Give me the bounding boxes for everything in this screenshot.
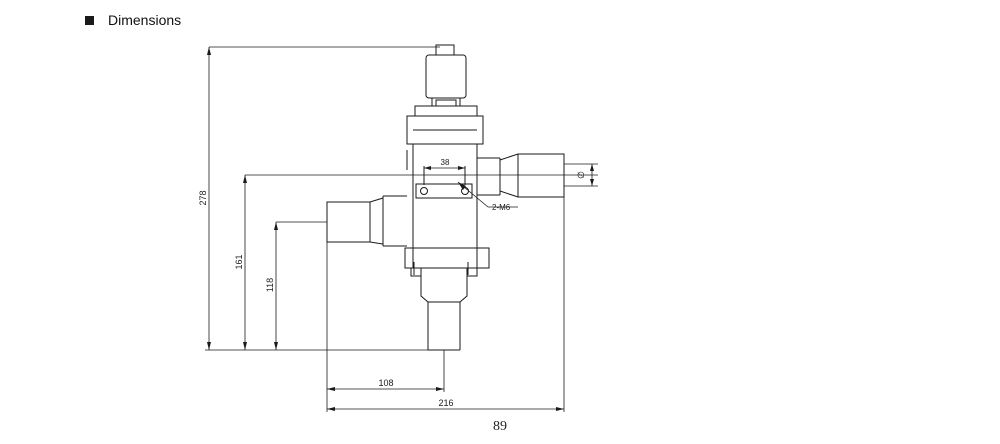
inlet-pipe xyxy=(499,153,565,198)
square-bullet-icon xyxy=(85,15,94,25)
page-number: 89 xyxy=(493,419,507,434)
dim-label-pipe-diameter: ∅ xyxy=(576,171,586,179)
dimension-arrows xyxy=(207,47,594,411)
dimension-lines xyxy=(205,46,598,412)
dim-label-bolt-callout: 2-M6 xyxy=(492,203,511,212)
dim-label-overall-width: 216 xyxy=(438,398,453,408)
dim-label-bolt-spacing: 38 xyxy=(441,158,450,167)
outlet-pipe xyxy=(326,197,384,245)
bottom-stem xyxy=(420,276,468,351)
actuator-coil xyxy=(414,44,478,117)
dim-label-outlet-height: 118 xyxy=(265,278,275,292)
dim-label-inlet-height: 161 xyxy=(234,254,244,269)
section-title: Dimensions xyxy=(108,12,182,28)
dim-label-overall-height: 278 xyxy=(198,190,208,205)
bolt-plate xyxy=(415,166,473,199)
dim-label-outlet-width: 108 xyxy=(378,378,393,388)
section-header: Dimensions xyxy=(85,10,181,30)
valve-body xyxy=(382,143,501,277)
